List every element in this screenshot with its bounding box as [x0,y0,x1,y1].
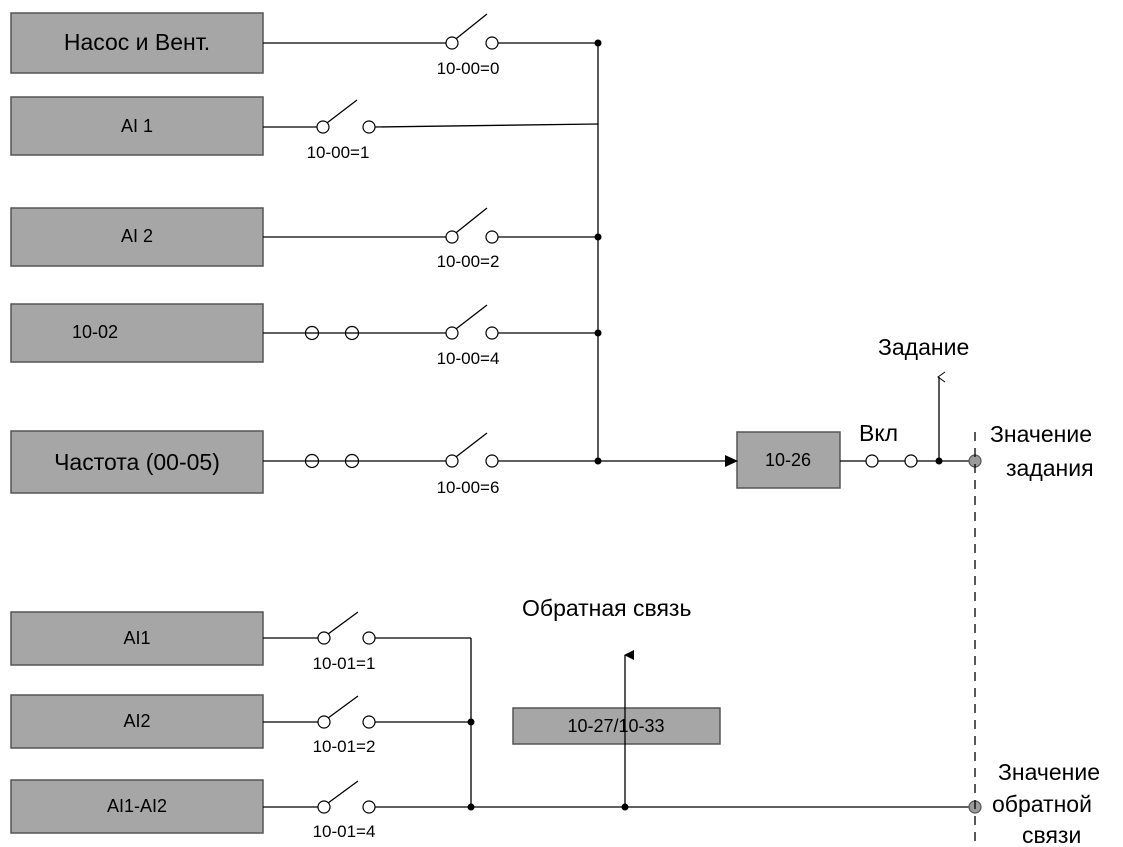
switch-label-10-00-0: 10-00=0 [437,59,500,78]
switch-label-10-01-4: 10-01=4 [313,822,376,841]
task-value-line1: Значение [990,421,1092,447]
input-10-02-label: 10-02 [72,322,118,342]
input-pump-fan-label: Насос и Вент. [64,29,210,55]
feedback-ai1: AI1 [10,611,264,666]
feedback-ai2-label: AI2 [123,711,150,731]
feedback-ai1-ai2: AI1-AI2 [10,779,264,834]
task-label: Задание [878,334,969,360]
input-frequency: Частота (00-05) [10,430,264,494]
feedback-ai1-ai2-label: AI1-AI2 [107,796,167,816]
switch-label-10-00-4: 10-00=4 [437,349,500,368]
switch-label-10-01-2: 10-01=2 [313,737,376,756]
fb-value-line2: обратной [992,791,1092,817]
switch-label-10-01-1: 10-01=1 [313,654,376,673]
fb-value-line1: Значение [998,759,1100,785]
input-ai1: AI 1 [10,96,264,156]
input-frequency-label: Частота (00-05) [54,449,220,475]
feedback-label: Обратная связь [522,595,691,621]
block-10-27-10-33: 10-27/10-33 [512,707,721,745]
input-ai2: AI 2 [10,207,264,267]
block-10-26-label: 10-26 [765,450,811,470]
block-10-26: 10-26 [736,431,841,489]
input-ai1-label: AI 1 [121,116,153,136]
switch-label-10-00-6: 10-00=6 [437,478,500,497]
feedback-ai2: AI2 [10,694,264,749]
task-value-line2: задания [1006,455,1094,481]
reference-wiring [263,13,982,469]
input-10-02: 10-02 [10,303,264,363]
on-label: Вкл [859,420,898,446]
feedback-ai1-label: AI1 [123,628,150,648]
block-10-27-label: 10-27/10-33 [567,716,664,736]
input-pump-fan: Насос и Вент. [10,12,264,74]
switch-label-10-00-1: 10-00=1 [307,143,370,162]
switch-label-10-00-2: 10-00=2 [437,252,500,271]
fb-value-line3: связи [1022,822,1081,847]
feedback-wiring [263,611,982,814]
input-ai2-label: AI 2 [121,226,153,246]
